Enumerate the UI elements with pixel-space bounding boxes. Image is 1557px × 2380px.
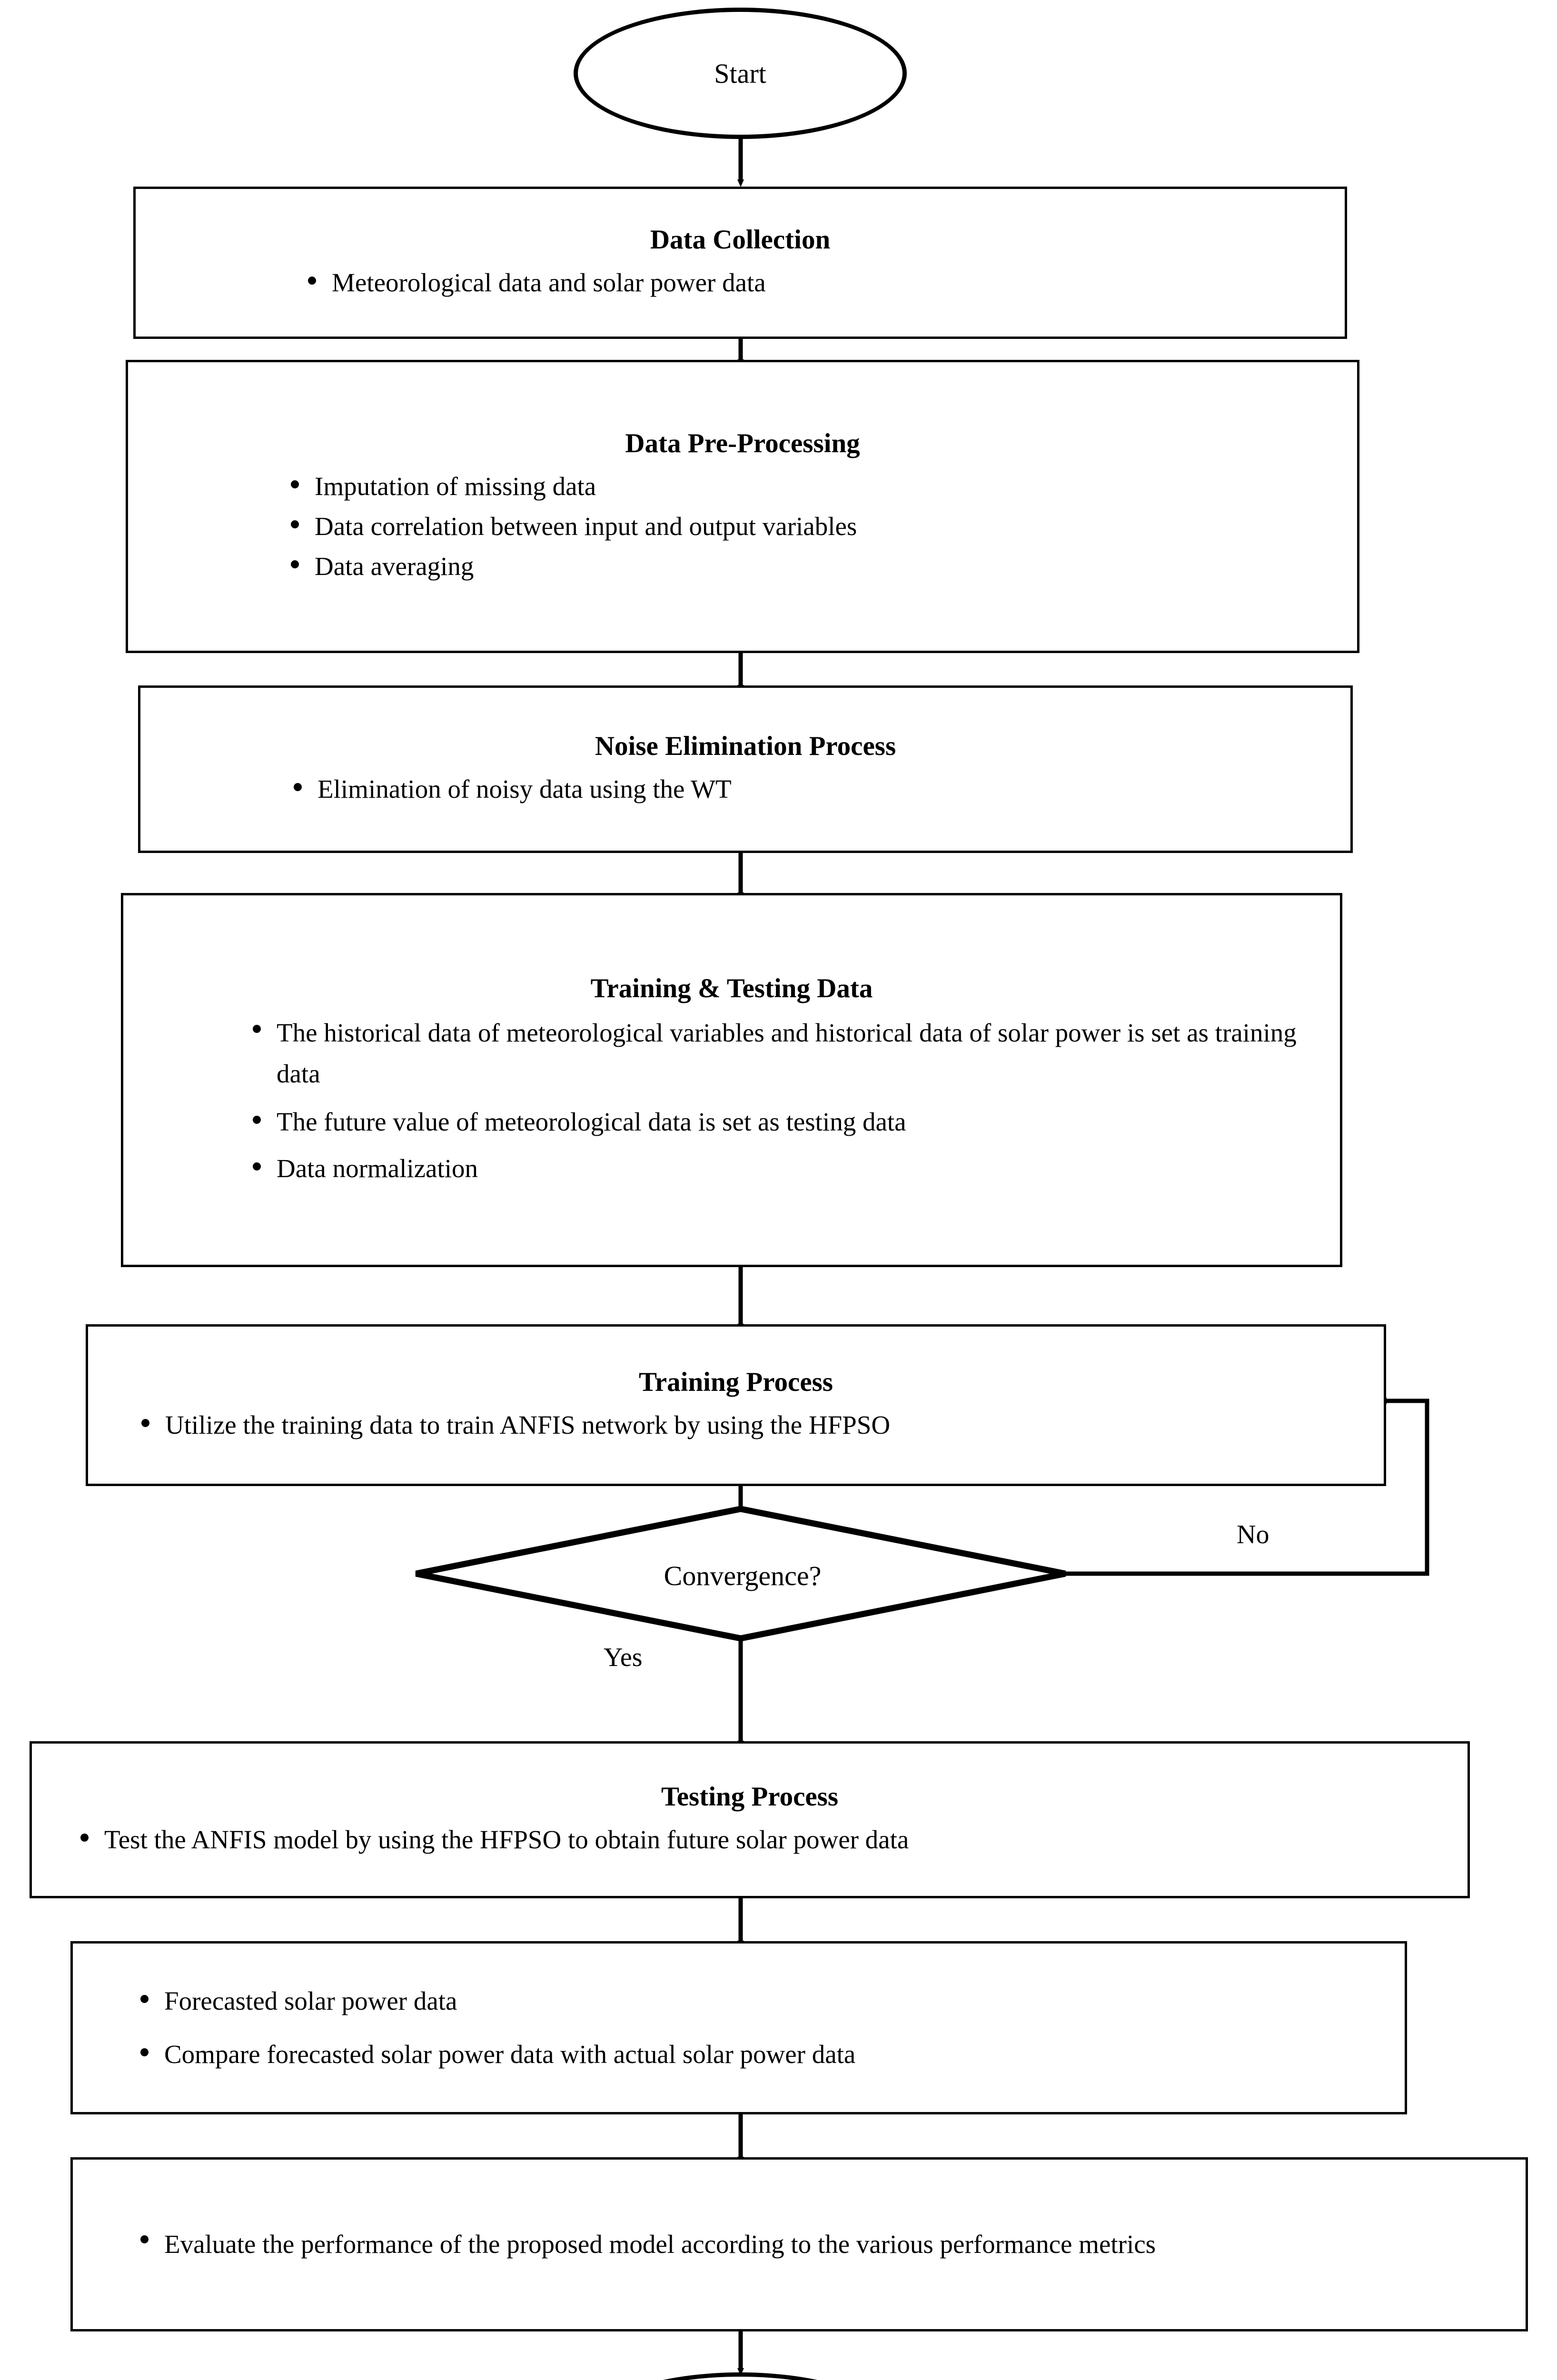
step-data-collection: Data Collection Meteorological data and …	[133, 187, 1347, 339]
step-testing-process: Testing Process Test the ANFIS model by …	[30, 1741, 1470, 1898]
step-noise-elimination-process: Noise Elimination Process Elimination of…	[138, 685, 1353, 853]
end-terminator: End	[574, 2372, 907, 2380]
edge-label-yes: Yes	[604, 1643, 643, 1672]
step-bullets: Evaluate the performance of the proposed…	[82, 2223, 1516, 2265]
list-item: The historical data of meteorological va…	[242, 1012, 1307, 1094]
step-title: Testing Process	[661, 1782, 839, 1812]
list-item: Compare forecasted solar power data with…	[130, 2036, 1395, 2073]
step-bullets: Test the ANFIS model by using the HFPSO …	[41, 1821, 1458, 1858]
start-label: Start	[714, 58, 766, 89]
step-title: Data Collection	[650, 225, 831, 255]
list-item: Data normalization	[242, 1150, 1307, 1187]
list-item: Data averaging	[280, 548, 1343, 585]
step-bullets: Forecasted solar power data Compare fore…	[82, 1983, 1395, 2073]
list-item: Meteorological data and solar power data	[298, 264, 1330, 301]
list-item: Data correlation between input and outpu…	[280, 508, 1343, 545]
step-bullets: Imputation of missing data Data correlat…	[142, 468, 1343, 585]
step-title: Noise Elimination Process	[595, 731, 896, 762]
decision-convergence: Convergence?	[557, 1553, 928, 1598]
list-item: Test the ANFIS model by using the HFPSO …	[70, 1821, 1458, 1858]
decision-label: Convergence?	[664, 1560, 822, 1591]
step-evaluation: Evaluate the performance of the proposed…	[70, 2157, 1528, 2331]
list-item: Utilize the training data to train ANFIS…	[131, 1407, 1374, 1444]
step-bullets: Elimination of noisy data using the WT	[155, 771, 1336, 808]
step-forecast-results: Forecasted solar power data Compare fore…	[70, 1941, 1407, 2114]
start-terminator: Start	[574, 8, 907, 139]
list-item: Evaluate the performance of the proposed…	[130, 2223, 1459, 2265]
step-title: Data Pre-Processing	[625, 428, 860, 459]
edge-label-no: No	[1237, 1520, 1269, 1549]
step-title: Training Process	[639, 1367, 833, 1398]
step-training-process: Training Process Utilize the training da…	[86, 1324, 1386, 1486]
step-title: Training & Testing Data	[590, 973, 873, 1003]
step-bullets: Utilize the training data to train ANFIS…	[98, 1407, 1374, 1444]
step-training-testing-data: Training & Testing Data The historical d…	[121, 893, 1342, 1267]
step-data-pre-processing: Data Pre-Processing Imputation of missin…	[126, 360, 1359, 653]
step-bullets: The historical data of meteorological va…	[138, 1012, 1326, 1187]
list-item: The future value of meteorological data …	[242, 1103, 1307, 1140]
list-item: Elimination of noisy data using the WT	[283, 771, 1336, 808]
list-item: Forecasted solar power data	[130, 1983, 1395, 2020]
step-bullets: Meteorological data and solar power data	[150, 264, 1330, 301]
list-item: Imputation of missing data	[280, 468, 1343, 505]
